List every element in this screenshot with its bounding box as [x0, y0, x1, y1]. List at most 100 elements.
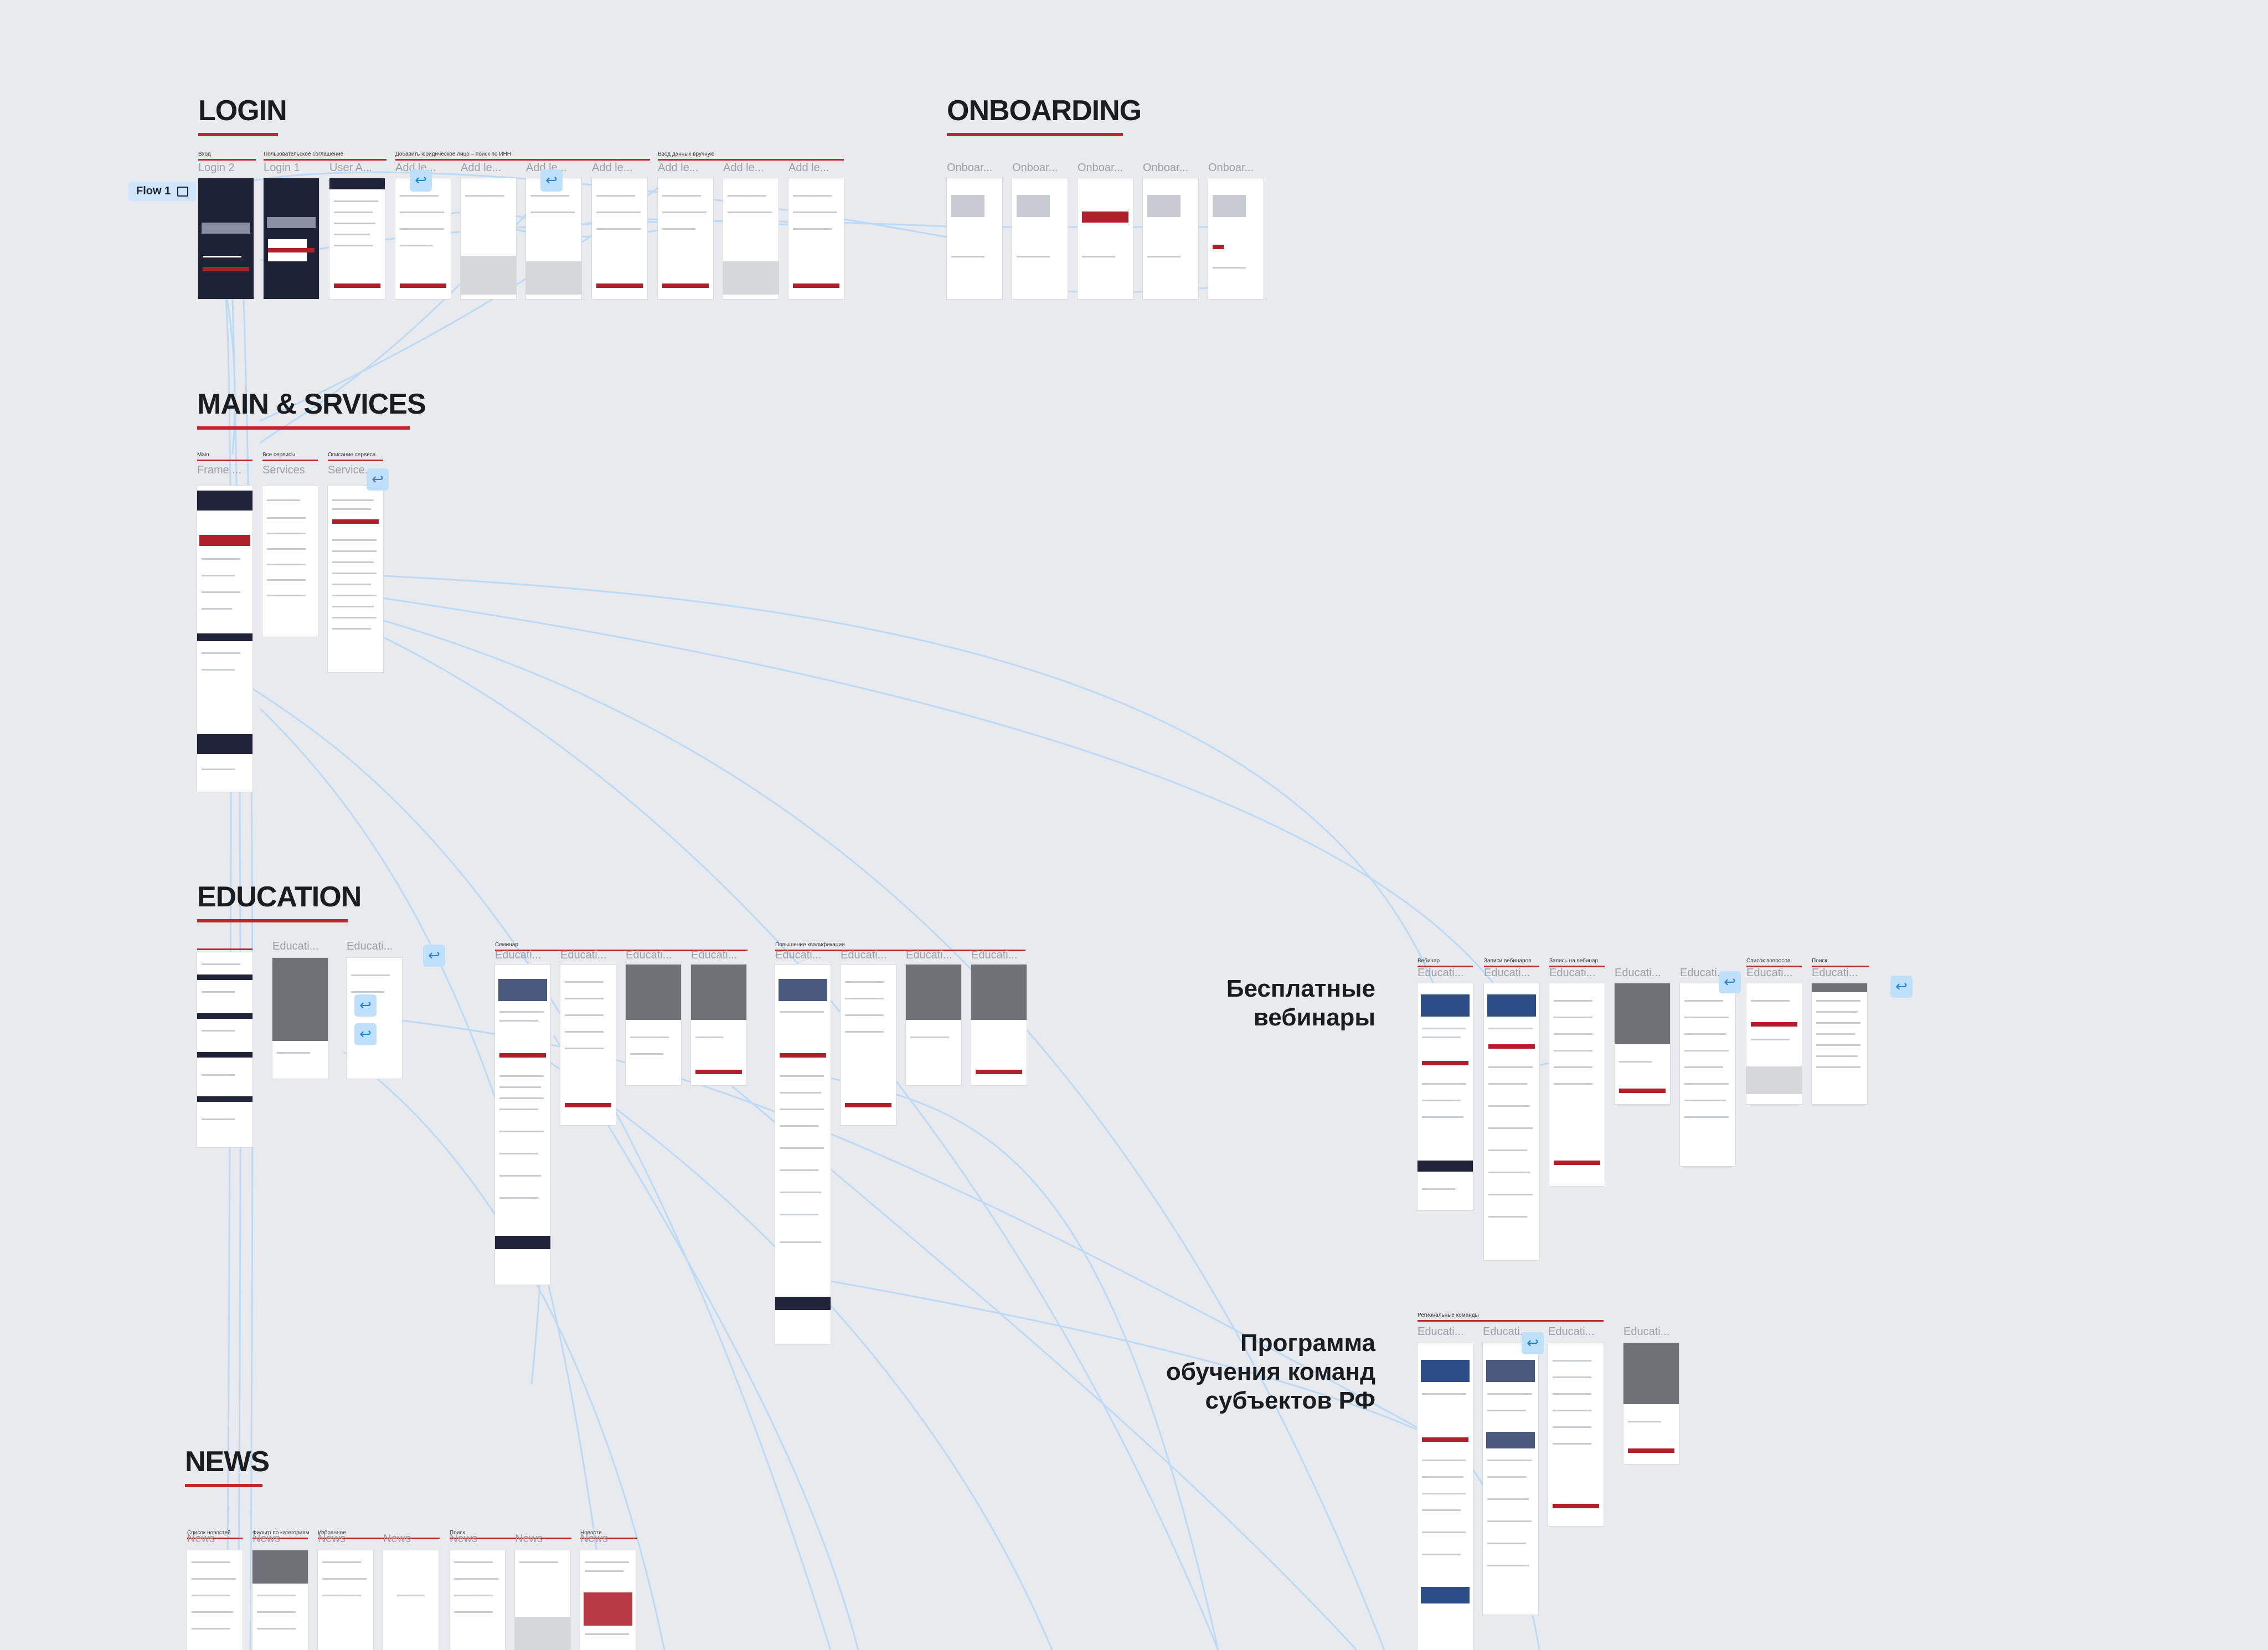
screen-login-1[interactable]	[264, 178, 319, 299]
screen-questions-list[interactable]	[1746, 983, 1802, 1104]
frame-label: Educati...	[1549, 967, 1596, 979]
group-underline	[187, 1538, 243, 1539]
screen-add-legal-entity[interactable]	[723, 178, 779, 299]
screen-regional-teams-list[interactable]	[1483, 1343, 1538, 1615]
frame-label: Service...	[328, 464, 374, 476]
screen-regional-teams[interactable]	[1418, 1343, 1473, 1650]
frame-label: Login 1	[264, 162, 300, 174]
screen-seminar-form[interactable]	[560, 965, 616, 1125]
frame-label: Add le...	[723, 162, 764, 174]
frame-label: Educati...	[495, 949, 542, 961]
screen-webinar-recordings[interactable]	[1484, 983, 1539, 1260]
screen-favorites[interactable]	[318, 1550, 373, 1650]
frame-label: Educati...	[1623, 1326, 1670, 1338]
screen-user-agreement[interactable]	[329, 178, 385, 299]
group-underline	[580, 1538, 637, 1539]
back-action-icon[interactable]: ↩	[367, 468, 389, 491]
screen-seminar-confirm[interactable]	[626, 965, 681, 1085]
frame-label: Onboar...	[1078, 162, 1123, 174]
back-action-icon[interactable]: ↩	[410, 169, 432, 192]
screen-webinar-confirm[interactable]	[1615, 983, 1670, 1104]
frame-label: Educati...	[691, 949, 738, 961]
screen-news-filter[interactable]	[252, 1550, 308, 1650]
screen-seminar-success[interactable]	[691, 965, 746, 1085]
screen-seminar[interactable]	[495, 965, 550, 1285]
back-action-icon[interactable]: ↩	[1890, 976, 1913, 998]
screen-education[interactable]	[272, 958, 328, 1079]
group-underline	[328, 460, 383, 461]
group-underline	[197, 460, 252, 461]
screen-news-search[interactable]	[450, 1550, 505, 1650]
group-underline	[262, 460, 318, 461]
frame-label: Onboar...	[1012, 162, 1058, 174]
section-title-news: NEWS	[185, 1446, 270, 1478]
group-label: Пользовательское соглашение	[264, 151, 344, 157]
screen-onboarding[interactable]	[947, 178, 1002, 299]
back-action-icon[interactable]: ↩	[423, 945, 445, 967]
group-underline	[1549, 966, 1605, 967]
group-label: Новости	[580, 1530, 602, 1536]
screen-service-description[interactable]	[328, 486, 383, 672]
screen-favorites-empty[interactable]	[383, 1550, 439, 1650]
flow-tag-label: Flow 1	[136, 185, 171, 197]
group-label: Повышение квалификации	[775, 942, 845, 948]
frame-label: News	[580, 1533, 609, 1545]
screen-all-services[interactable]	[262, 486, 318, 637]
back-action-icon[interactable]: ↩	[1522, 1332, 1544, 1354]
screen-add-legal-entity[interactable]	[592, 178, 647, 299]
screen-program-form[interactable]	[1548, 1343, 1604, 1526]
screen-education-list[interactable]	[197, 952, 252, 1147]
back-action-icon[interactable]: ↩	[540, 169, 563, 192]
section-underline	[197, 426, 410, 430]
screen-add-legal-entity[interactable]	[461, 178, 516, 299]
flow-start-tag[interactable]: Flow 1	[128, 182, 197, 201]
back-action-icon[interactable]: ↩	[354, 1023, 377, 1045]
frame-label: Educati...	[1418, 967, 1464, 979]
screen-onboarding[interactable]	[1012, 178, 1068, 299]
play-frame-icon	[177, 186, 189, 197]
frame-label: Onboar...	[1143, 162, 1189, 174]
frame-label: Add le...	[658, 162, 699, 174]
screen-onboarding[interactable]	[1208, 178, 1264, 299]
screen-skills-confirm[interactable]	[906, 965, 961, 1085]
screen-main[interactable]	[197, 486, 252, 792]
screen-webinar-details[interactable]	[1680, 983, 1735, 1166]
frame-label: Educati...	[1484, 967, 1530, 979]
frame-label: News	[383, 1533, 411, 1545]
screen-search[interactable]	[1812, 983, 1867, 1104]
screen-add-legal-entity[interactable]	[788, 178, 844, 299]
screen-skills-upgrade[interactable]	[775, 965, 831, 1344]
screen-add-legal-entity[interactable]	[395, 178, 451, 299]
screen-news-search-keyboard[interactable]	[515, 1550, 570, 1650]
screen-education[interactable]	[347, 958, 402, 1079]
group-label: Поиск	[450, 1530, 465, 1536]
frame-label: Educati...	[1746, 967, 1793, 979]
screen-news-article[interactable]	[580, 1550, 636, 1650]
frame-label: Educati...	[347, 940, 393, 952]
screen-add-legal-entity[interactable]	[526, 178, 581, 299]
screen-webinar[interactable]	[1418, 983, 1473, 1210]
screen-program-confirm[interactable]	[1623, 1343, 1679, 1464]
screen-onboarding[interactable]	[1078, 178, 1133, 299]
frame-label: Onboar...	[947, 162, 993, 174]
group-label: Описание сервиса	[328, 452, 376, 458]
screen-webinar-signup[interactable]	[1549, 983, 1605, 1186]
screen-news-list[interactable]	[187, 1550, 243, 1650]
group-underline	[495, 950, 748, 951]
screen-login-2[interactable]	[198, 178, 254, 299]
screen-onboarding[interactable]	[1143, 178, 1198, 299]
group-underline	[252, 1538, 308, 1539]
back-action-icon[interactable]: ↩	[354, 994, 377, 1017]
section-underline	[197, 919, 348, 922]
frame-label: Educati...	[272, 940, 319, 952]
section-underline	[947, 133, 1123, 136]
back-action-icon[interactable]: ↩	[1719, 971, 1741, 993]
group-label: Вебинар	[1418, 958, 1440, 964]
group-label: Вход	[198, 151, 211, 157]
frame-label: Services	[262, 464, 305, 476]
screen-add-legal-entity[interactable]	[658, 178, 713, 299]
screen-skills-form[interactable]	[841, 965, 896, 1125]
frame-label: Educati...	[1483, 1326, 1529, 1338]
screen-skills-success[interactable]	[971, 965, 1027, 1085]
